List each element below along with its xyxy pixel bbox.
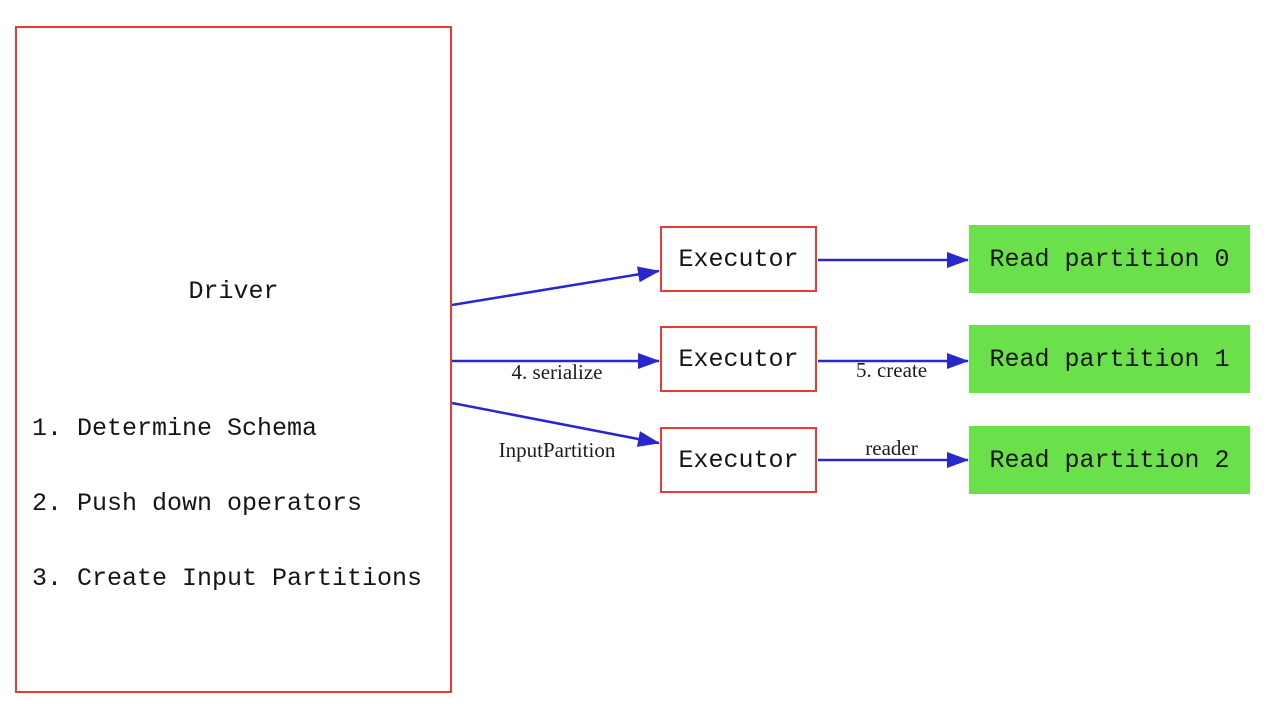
executor-box-3: Executor	[660, 427, 817, 493]
partition-label-1: Read partition 1	[989, 344, 1230, 374]
driver-step-2: 2. Push down operators	[32, 489, 363, 518]
driver-step-1: 1. Determine Schema	[32, 414, 318, 443]
driver-steps: 1. Determine Schema 2. Push down operato…	[32, 366, 422, 641]
driver-step-3: 3. Create Input Partitions	[32, 564, 423, 593]
label-serialize-inputpartition: 4. serialize InputPartition	[447, 307, 667, 515]
partition-box-0: Read partition 0	[969, 225, 1250, 293]
executor-box-2: Executor	[660, 326, 817, 392]
driver-box: Driver 1. Determine Schema 2. Push down …	[15, 26, 452, 693]
partition-box-1: Read partition 1	[969, 325, 1250, 393]
partition-box-2: Read partition 2	[969, 426, 1250, 494]
label-serialize-line2: InputPartition	[498, 438, 616, 462]
executor-box-1: Executor	[660, 226, 817, 292]
partition-label-2: Read partition 2	[989, 445, 1230, 475]
label-create-reader-line1: 5. create	[855, 358, 928, 382]
label-create-reader-line2: reader	[865, 436, 918, 460]
driver-title: Driver	[188, 277, 279, 306]
arrow-driver-to-executor-1	[451, 266, 660, 307]
executor-label-2: Executor	[678, 344, 799, 374]
partition-label-0: Read partition 0	[989, 244, 1230, 274]
label-serialize-line1: 4. serialize	[511, 360, 603, 384]
label-create-reader: 5. create reader	[811, 305, 972, 513]
executor-label-3: Executor	[678, 445, 799, 475]
executor-label-1: Executor	[678, 244, 799, 274]
